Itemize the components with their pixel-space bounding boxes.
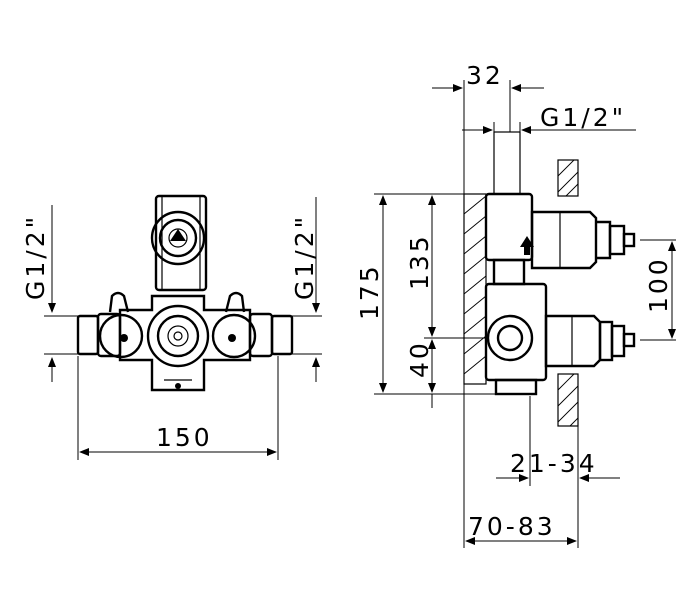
side-upper-height-label: 135 xyxy=(405,233,434,290)
side-view xyxy=(463,131,636,427)
side-total-height-dimension: 175 xyxy=(355,193,496,395)
side-depth-label: 21-34 xyxy=(510,449,598,478)
front-left-thread-dimension: G1/2" xyxy=(21,205,82,382)
side-total-height-label: 175 xyxy=(355,263,384,320)
side-thread-dimension: G1/2" xyxy=(462,103,636,194)
side-thread-label: G1/2" xyxy=(540,103,626,132)
front-right-thread-dimension: G1/2" xyxy=(290,197,322,382)
side-outlet-spacing-label: 100 xyxy=(644,256,673,313)
side-top-width-dimension: 32 xyxy=(432,61,544,194)
front-left-thread-label: G1/2" xyxy=(21,214,50,300)
front-width-dimension: 150 xyxy=(77,356,279,460)
side-upper-height-dimension: 135 xyxy=(405,195,488,339)
front-width-label: 150 xyxy=(156,423,213,452)
front-right-thread-label: G1/2" xyxy=(290,214,319,300)
side-depth-dimension: 21-34 xyxy=(496,396,620,486)
side-lower-height-dimension: 40 xyxy=(405,339,436,408)
front-view xyxy=(76,194,294,392)
side-outlet-spacing-dimension: 100 xyxy=(640,239,676,341)
side-total-depth-dimension: 70-83 xyxy=(463,384,579,548)
side-lower-height-label: 40 xyxy=(405,340,434,378)
side-top-width-label: 32 xyxy=(466,61,504,90)
side-total-depth-label: 70-83 xyxy=(468,512,556,541)
